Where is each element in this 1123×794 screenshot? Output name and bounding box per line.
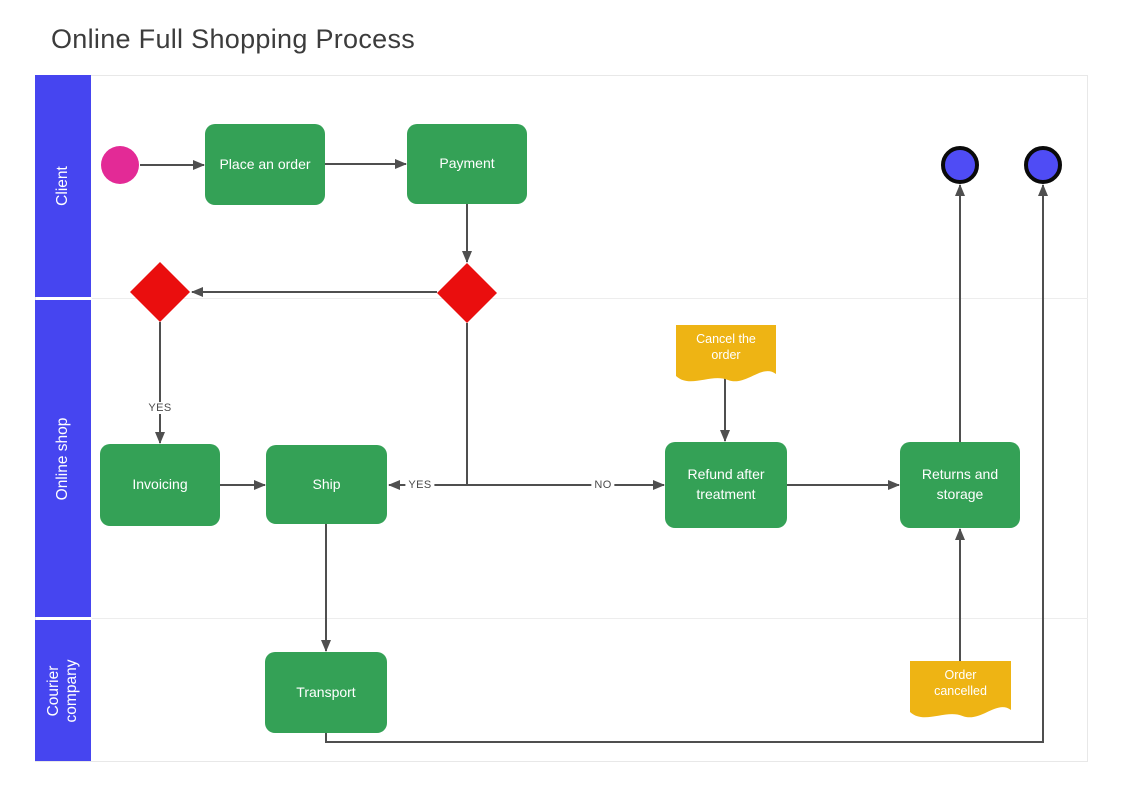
note-text: Order cancelled [934,668,987,698]
lane-label: Online shop [54,417,72,500]
edge-label-decision-payment-to-ship: YES [405,479,435,491]
node-payment[interactable]: Payment [407,124,527,204]
node-ship[interactable]: Ship [266,445,387,524]
node-decision-left[interactable] [130,262,190,322]
edge-label-decision-payment-to-refund: NO [591,479,615,491]
edge-label-decision-left-to-invoicing: YES [145,402,175,414]
node-place-order[interactable]: Place an order [205,124,325,205]
lane-divider [92,618,1088,619]
node-end-2[interactable] [1024,146,1062,184]
node-note-order-cancelled[interactable]: Order cancelled [910,661,1011,723]
lane-label: Client [54,166,72,206]
node-note-cancel-order[interactable]: Cancel the order [676,325,776,387]
node-transport[interactable]: Transport [265,652,387,733]
lane-header-client: Client [35,75,91,297]
note-shape [910,661,1011,718]
node-returns[interactable]: Returns and storage [900,442,1020,528]
node-invoicing[interactable]: Invoicing [100,444,220,526]
note-text: Cancel the order [696,332,756,362]
diamond-shape [437,263,497,323]
lane-label: Courier company [45,659,80,722]
node-refund[interactable]: Refund after treatment [665,442,787,528]
diagram-canvas [35,75,1088,762]
diamond-shape [130,262,190,322]
node-start[interactable] [101,146,139,184]
lane-divider [92,298,1088,299]
page-title: Online Full Shopping Process [51,24,416,54]
note-shape [676,325,776,382]
node-end-1[interactable] [941,146,979,184]
node-decision-payment[interactable] [437,263,497,323]
lane-header-online-shop: Online shop [35,300,91,617]
lane-header-courier-company: Courier company [35,620,91,761]
